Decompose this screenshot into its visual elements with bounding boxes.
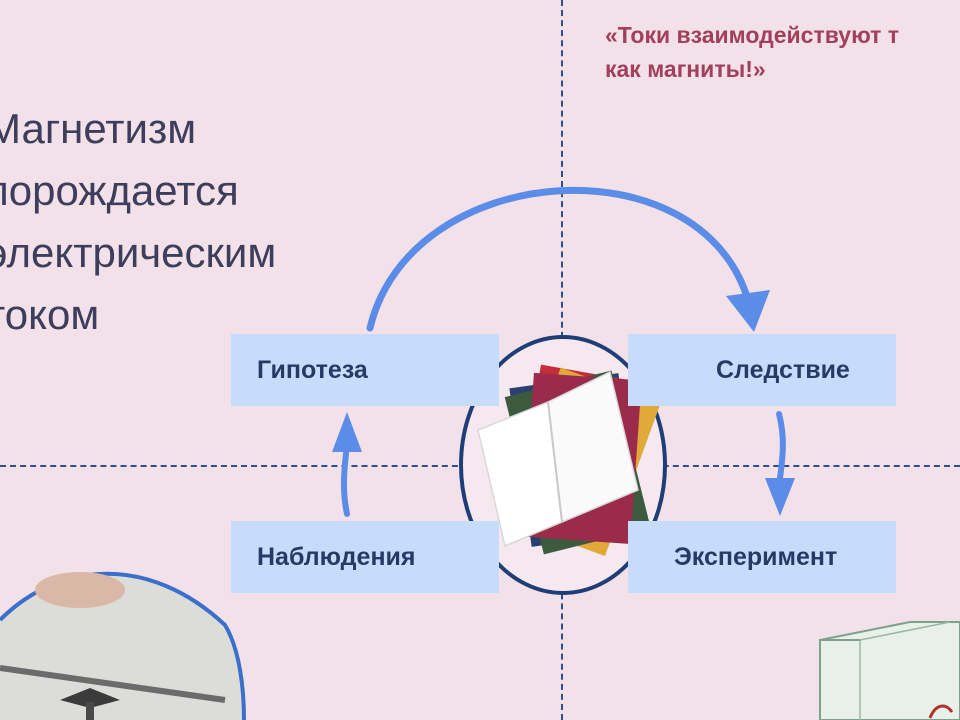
experiment-box: Эксперимент — [628, 521, 896, 593]
arrowhead-experiment — [765, 478, 795, 516]
quote-line-2: как магниты!» — [605, 56, 766, 82]
experiment-label: Эксперимент — [674, 542, 838, 571]
left-title-line-2: порождается — [0, 167, 239, 214]
open-book-icon — [477, 364, 661, 557]
observations-label: Наблюдения — [257, 542, 416, 571]
experiment-photo-left — [0, 571, 246, 720]
left-title-line-1: Магнетизм — [0, 105, 197, 152]
arrow-consequence-to-experiment — [776, 411, 786, 489]
arrowhead-consequence — [726, 290, 770, 332]
observations-box: Наблюдения — [231, 521, 499, 593]
arc-arrow-hypothesis-to-consequence — [366, 186, 752, 332]
arrow-observations-to-hypothesis — [340, 442, 350, 517]
left-title-line-3: электрическим — [0, 229, 277, 276]
arrowhead-hypothesis — [332, 412, 362, 452]
quote-line-1: «Токи взаимодействуют т — [605, 22, 900, 48]
consequence-box: Следствие — [628, 334, 896, 406]
left-title-line-4: током — [0, 291, 100, 338]
hypothesis-label: Гипотеза — [257, 355, 368, 384]
hypothesis-box: Гипотеза — [231, 334, 499, 406]
consequence-label: Следствие — [716, 355, 850, 384]
quote-text: «Токи взаимодействуют т как магниты!» — [605, 18, 960, 86]
glass-case-right — [819, 621, 960, 720]
left-title: Магнетизм порождается электрическим токо… — [0, 98, 276, 346]
